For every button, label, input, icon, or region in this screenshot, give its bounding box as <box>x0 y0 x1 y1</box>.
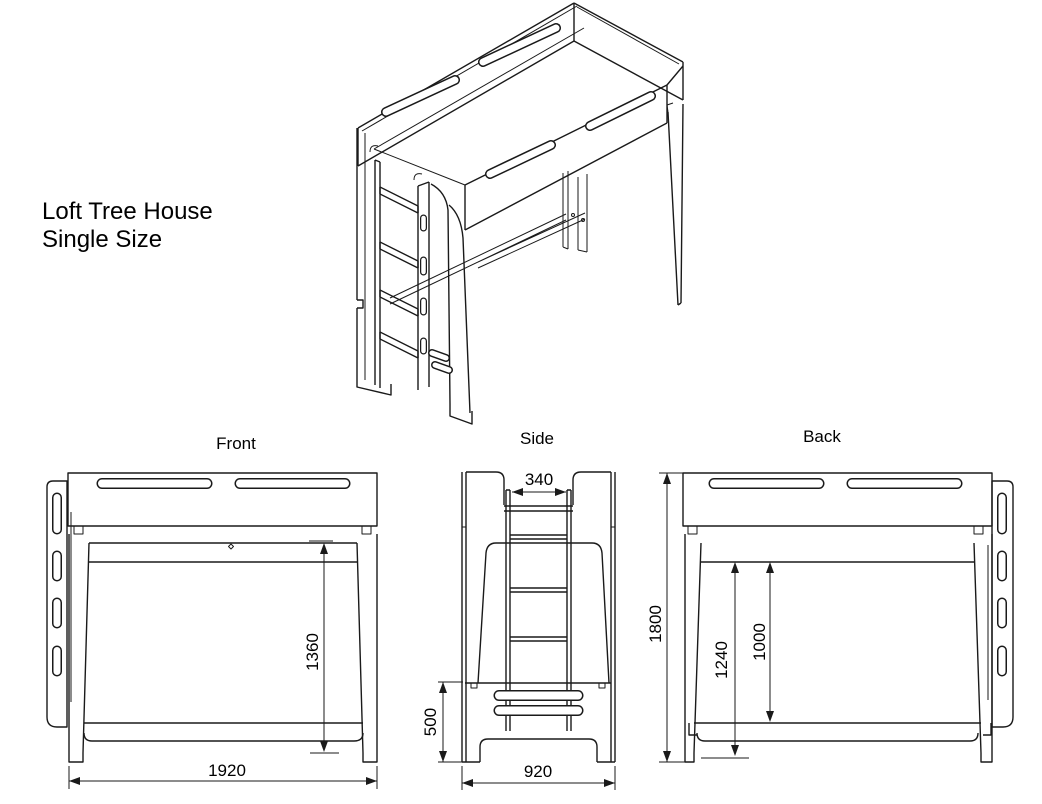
side-right-leg-edge <box>610 472 616 762</box>
drawing-title-line2: Single Size <box>42 226 163 253</box>
side-dim-920 <box>461 766 616 790</box>
back-dim-1800 <box>659 472 686 763</box>
iso-right-leg <box>667 103 684 306</box>
iso-braces <box>389 212 586 305</box>
back-dim-1000 <box>766 562 774 722</box>
side-bed-panel <box>477 542 610 684</box>
iso-left-rail <box>357 2 575 167</box>
dim-label-back-height-1800: 1800 <box>646 605 665 643</box>
dim-label-back-clearance-1000: 1000 <box>750 623 769 661</box>
iso-near-rail <box>464 65 684 231</box>
iso-platform-edge <box>373 27 585 186</box>
side-left-leg-edge <box>461 472 467 762</box>
front-dim-1360 <box>309 540 339 754</box>
drawing-title-line1: Loft Tree House <box>42 198 213 225</box>
back-view-drawing <box>659 472 1014 763</box>
side-view-label: Side <box>519 429 555 448</box>
isometric-view-drawing <box>356 2 684 425</box>
back-dim-1240 <box>701 562 749 759</box>
iso-head-rail <box>573 2 684 101</box>
front-dim-1920 <box>68 766 378 789</box>
dim-label-front-width-1920: 1920 <box>208 761 246 780</box>
front-right-leg <box>356 534 378 763</box>
front-platform <box>89 542 357 563</box>
iso-middle-legs <box>562 171 588 253</box>
dim-label-back-platform-1240: 1240 <box>712 641 731 679</box>
side-arch <box>479 738 598 762</box>
front-headboard-panel <box>67 472 378 527</box>
dim-label-front-height-1360: 1360 <box>303 633 322 671</box>
side-top-edge <box>466 471 611 505</box>
side-dim-340 <box>512 488 566 496</box>
front-left-leg <box>68 534 90 763</box>
side-ladder <box>505 489 572 731</box>
back-right-leg <box>973 534 993 763</box>
back-bottom-rail <box>688 722 992 742</box>
iso-ladder <box>369 145 430 390</box>
dim-label-side-base-500: 500 <box>421 707 440 737</box>
dim-label-side-ladder-340: 340 <box>524 470 554 489</box>
front-ladder-rail <box>46 480 68 728</box>
iso-end-panel <box>356 128 364 377</box>
iso-end-near-leg <box>430 183 471 414</box>
front-view-label: Front <box>216 434 256 453</box>
side-view-drawing <box>438 471 616 790</box>
back-ladder-rail <box>991 480 1014 728</box>
front-bottom-rail <box>83 722 364 742</box>
back-view-label: Back <box>803 427 841 446</box>
dim-label-side-depth-920: 920 <box>523 762 553 781</box>
back-left-leg <box>684 534 702 763</box>
side-dim-500 <box>438 681 463 763</box>
front-view-drawing <box>46 472 378 789</box>
